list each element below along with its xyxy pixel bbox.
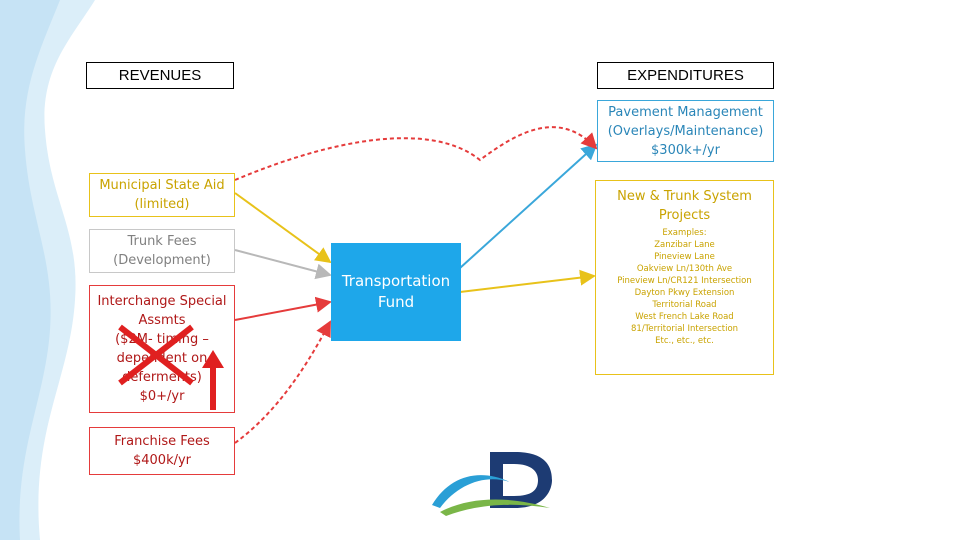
- revenues-header-label: REVENUES: [118, 67, 202, 84]
- interchange-line-1: Interchange Special: [97, 294, 227, 309]
- example-item: Territorial Road: [652, 300, 717, 310]
- example-item: West French Lake Road: [635, 312, 734, 322]
- interchange-assessments-box: Interchange Special Assmts ($2M- timing …: [89, 285, 235, 413]
- arrow-msa-to-fund: [234, 192, 332, 264]
- revenues-header: REVENUES: [86, 62, 234, 89]
- projects-title-line-2: Projects: [658, 208, 711, 223]
- trunk-line-1: Trunk Fees: [127, 234, 197, 249]
- example-item: 81/Territorial Intersection: [630, 324, 739, 334]
- interchange-line-2: Assmts: [138, 313, 186, 328]
- interchange-line-3: ($2M- timing –: [115, 332, 209, 347]
- pavement-line-2: (Overlays/Maintenance): [607, 123, 764, 139]
- pavement-line-1: Pavement Management: [608, 104, 763, 120]
- arrow-franchise-to-fund: [234, 320, 331, 444]
- example-item: Dayton Pkwy Extension: [634, 288, 735, 298]
- trunk-fees-box: Trunk Fees (Development): [89, 229, 235, 273]
- projects-title-line-1: New & Trunk System: [617, 189, 752, 204]
- msa-line-2: (limited): [134, 197, 190, 212]
- new-trunk-projects-box: New & Trunk System Projects Examples: Za…: [595, 180, 774, 375]
- arrow-fund-to-projects: [459, 269, 596, 293]
- interchange-line-6: $0+/yr: [139, 389, 185, 404]
- example-item: Etc., etc., etc.: [655, 336, 714, 346]
- pavement-line-3: $300k+/yr: [651, 142, 720, 158]
- interchange-line-4: dependent on: [116, 351, 208, 366]
- msa-line-1: Municipal State Aid: [99, 178, 225, 193]
- arrow-msa-to-pavement: [234, 126, 598, 181]
- example-item: Oakview Ln/130th Ave: [636, 264, 733, 274]
- transportation-fund-box: Transportation Fund: [331, 243, 461, 341]
- example-item: Zanzibar Lane: [654, 240, 715, 250]
- trunk-line-2: (Development): [113, 253, 211, 268]
- franchise-line-1: Franchise Fees: [114, 434, 210, 449]
- arrow-trunk-to-fund: [234, 249, 332, 280]
- example-item: Pineview Lane: [654, 252, 715, 262]
- fund-line-1: Transportation: [341, 272, 451, 290]
- fund-line-2: Fund: [377, 293, 415, 311]
- pavement-management-box: Pavement Management (Overlays/Maintenanc…: [597, 100, 774, 162]
- examples-label: Examples:: [662, 228, 707, 238]
- arrow-fund-to-pavement: [459, 143, 598, 269]
- interchange-line-5: deferments): [122, 370, 202, 385]
- arrow-interchange-to-fund: [234, 296, 332, 321]
- expenditures-header-label: EXPENDITURES: [627, 67, 744, 84]
- franchise-fees-box: Franchise Fees $400k/yr: [89, 427, 235, 475]
- municipal-state-aid-box: Municipal State Aid (limited): [89, 173, 235, 217]
- franchise-line-2: $400k/yr: [132, 453, 192, 468]
- expenditures-header: EXPENDITURES: [597, 62, 774, 89]
- example-item: Pineview Ln/CR121 Intersection: [617, 276, 752, 286]
